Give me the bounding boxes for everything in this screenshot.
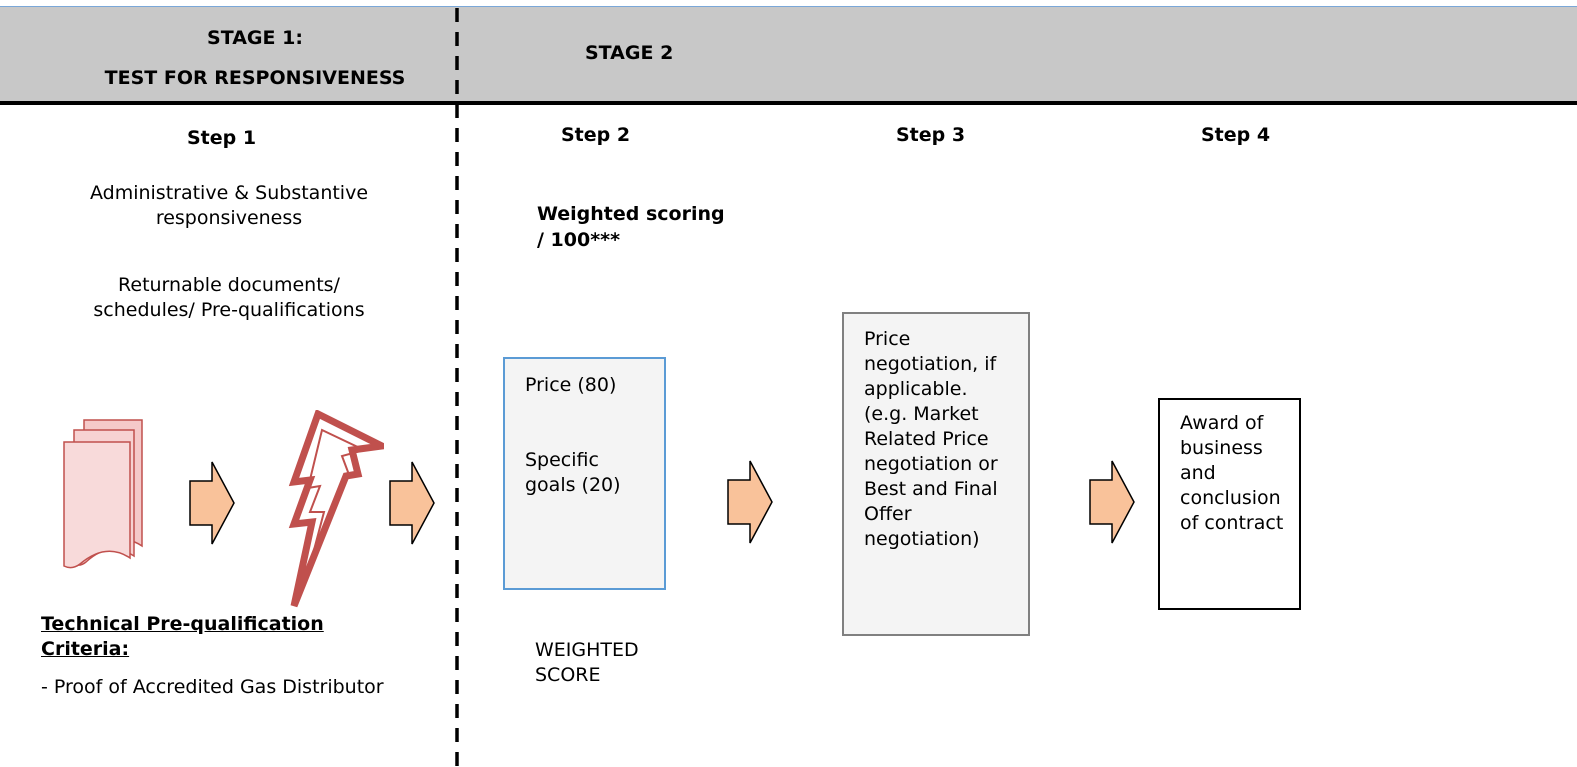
weighted-score-line1: WEIGHTED (535, 639, 639, 661)
award-box: Award of business and conclusion of cont… (1158, 398, 1301, 610)
stage1-title-line2: TEST FOR RESPONSIVENESS (104, 67, 406, 89)
award-line-1: Award of (1180, 412, 1264, 434)
responsiveness-text: Administrative & Substantive responsiven… (60, 181, 398, 231)
award-line-2: business (1180, 437, 1263, 459)
weighted-scoring-heading: Weighted scoring / 100*** (537, 201, 725, 253)
negotiation-line-2: negotiation, if (864, 353, 997, 375)
arrow-right-icon (389, 461, 435, 545)
goals-line1: Specific (525, 449, 599, 471)
price-negotiation-box: Price negotiation, if applicable. (e.g. … (842, 312, 1030, 636)
weighted-scoring-line1: Weighted scoring (537, 203, 725, 225)
header-band (0, 6, 1577, 104)
returnable-text: Returnable documents/ schedules/ Pre-qua… (60, 273, 398, 323)
criteria-heading: Technical Pre-qualification Criteria: (41, 612, 324, 662)
negotiation-line-9: negotiation) (864, 528, 980, 550)
negotiation-line-7: Best and Final (864, 478, 998, 500)
negotiation-line-1: Price (864, 328, 911, 350)
step4-label: Step 4 (1201, 124, 1271, 146)
returnable-line2: schedules/ Pre-qualifications (93, 299, 365, 321)
responsiveness-line2: responsiveness (155, 207, 303, 229)
arrow-right-icon (189, 461, 235, 545)
stage1-title: STAGE 1: TEST FOR RESPONSIVENESS (90, 18, 420, 98)
award-line-5: of contract (1180, 512, 1284, 534)
negotiation-line-8: Offer (864, 503, 912, 525)
price-text: Price (80) (525, 374, 617, 396)
documents-icon (63, 419, 143, 569)
weighted-score-line2: SCORE (535, 664, 601, 686)
goals-line2: goals (20) (525, 474, 621, 496)
weighted-scoring-line2: / 100*** (537, 229, 621, 251)
stage2-title: STAGE 2 (585, 42, 674, 64)
step2-label: Step 2 (561, 124, 631, 146)
stage-divider (455, 8, 459, 767)
lightning-icon (288, 410, 384, 608)
criteria-heading-line1: Technical Pre-qualification (41, 613, 324, 635)
stage1-title-line1: STAGE 1: (207, 27, 303, 49)
step3-label: Step 3 (896, 124, 966, 146)
negotiation-line-6: negotiation or (864, 453, 998, 475)
arrow-right-icon (1089, 460, 1135, 544)
award-line-3: and (1180, 462, 1216, 484)
criteria-item: - Proof of Accredited Gas Distributor (41, 676, 384, 698)
criteria-heading-line2: Criteria: (41, 638, 130, 660)
header-rule (0, 101, 1577, 105)
negotiation-line-3: applicable. (864, 378, 968, 400)
negotiation-line-5: Related Price (864, 428, 989, 450)
price-goals-box: Price (80) Specific goals (20) (503, 357, 666, 590)
weighted-score-label: WEIGHTED SCORE (535, 638, 639, 688)
award-line-4: conclusion (1180, 487, 1281, 509)
responsiveness-line1: Administrative & Substantive (89, 182, 369, 204)
negotiation-line-4: (e.g. Market (864, 403, 979, 425)
arrow-right-icon (727, 460, 773, 544)
returnable-line1: Returnable documents/ (118, 274, 340, 296)
step1-label: Step 1 (187, 127, 257, 149)
